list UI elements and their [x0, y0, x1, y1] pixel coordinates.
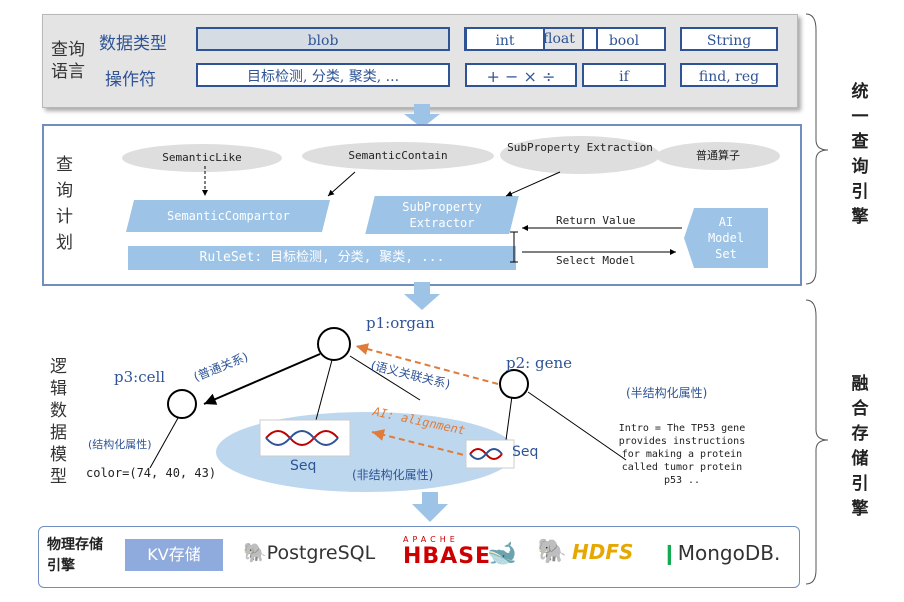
type-float: float	[543, 31, 575, 47]
node-p1	[317, 327, 351, 361]
logical-model-title: 逻辑数据模型	[50, 357, 67, 487]
op-if: if	[582, 63, 666, 87]
query-language-panel: 查询语言 数据类型 操作符 blob int float bool String…	[42, 14, 798, 108]
seq-left-label: Seq	[290, 458, 317, 474]
op-find: find, reg	[680, 63, 778, 87]
hadoop-elephant-icon: 🐘	[537, 537, 567, 565]
select-model-label: Select Model	[556, 254, 636, 267]
arrow-ql-to-plan	[404, 104, 440, 128]
node-p2	[499, 369, 529, 399]
data-type-label: 数据类型	[99, 34, 167, 54]
storage-title: 物理存储引擎	[47, 537, 103, 574]
orca-icon: 🐋	[487, 539, 517, 567]
query-language-title: 查询语言	[51, 40, 85, 82]
color-value: color=(74, 40, 43)	[86, 466, 217, 480]
storage-panel: 物理存储引擎 KV存储 🐘PostgreSQL APACHE HBASE 🐋 🐘…	[38, 526, 800, 588]
ruleset-bar: RuleSet: 目标检测, 分类, 聚类, ...	[128, 246, 516, 270]
ai-model-set: AI Model Set	[684, 208, 768, 268]
ellipse-semanticcontain: SemanticContain	[302, 142, 494, 170]
intro-text: Intro = The TP53 gene provides instructi…	[618, 423, 746, 486]
query-plan-panel: 查询计划 SemanticLike SemanticContain SubPro…	[42, 124, 802, 286]
p2-label: p2: gene	[506, 354, 572, 372]
seq-right-label: Seq	[512, 444, 539, 460]
ellipse-subproperty: SubProperty Extraction	[500, 136, 660, 174]
p1-label: p1:organ	[366, 314, 435, 332]
type-string: String	[680, 27, 778, 51]
query-plan-title: 查询计划	[56, 155, 73, 253]
int-float-box	[464, 27, 598, 51]
return-value-label: Return Value	[556, 214, 636, 227]
unified-query-engine-label: 统一查询引擎	[851, 82, 869, 227]
leaf-icon: ❙	[661, 541, 678, 565]
postgres-logo: 🐘PostgreSQL	[243, 542, 376, 564]
mongodb-logo: ❙MongoDB.	[661, 541, 781, 565]
fusion-storage-engine-label: 融合存储引擎	[851, 374, 869, 519]
arrow-plan-to-logical	[404, 282, 440, 310]
structured-attr-label: (结构化属性)	[88, 438, 152, 451]
hbase-logo: APACHE HBASE	[403, 535, 492, 569]
hdfs-logo: 🐘 HDFS	[537, 537, 634, 565]
dna-image-left	[259, 419, 351, 457]
operator-label: 操作符	[105, 70, 156, 90]
kv-storage: KV存储	[125, 539, 223, 571]
unstructured-attr-label: (非结构化属性)	[352, 468, 434, 482]
p3-label: p3:cell	[114, 368, 166, 386]
node-p3	[167, 389, 197, 419]
arrow-logical-to-storage	[412, 492, 448, 522]
ellipse-semanticlike: SemanticLike	[122, 144, 282, 172]
elephant-icon: 🐘	[243, 542, 267, 564]
semi-structured-attr-label: (半结构化属性)	[626, 386, 708, 400]
ellipse-normal-op: 普通算子	[656, 142, 780, 170]
op-detection: 目标检测, 分类, 聚类, ...	[196, 63, 450, 87]
type-blob: blob	[196, 27, 450, 51]
dna-image-right	[465, 439, 515, 469]
op-arith: + − × ÷	[465, 63, 577, 87]
